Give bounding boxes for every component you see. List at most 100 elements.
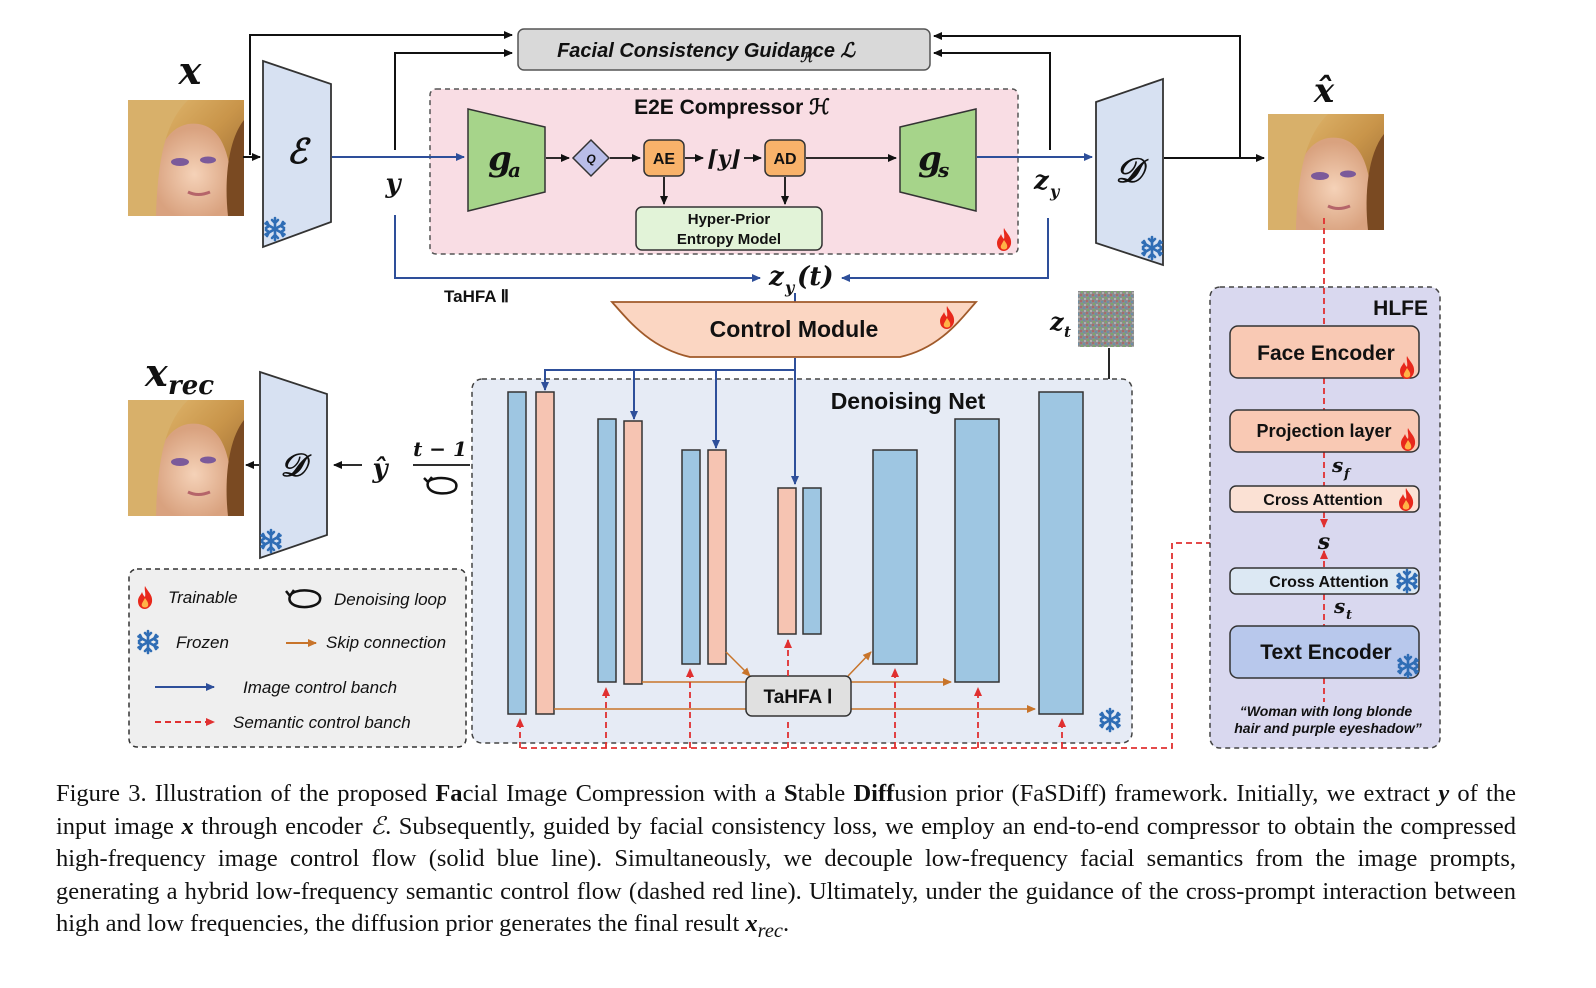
prompt-line1: “Woman with long blonde: [1240, 703, 1413, 719]
arithmetic-decoder: AD: [764, 139, 806, 177]
s-label: s: [1317, 529, 1330, 555]
control-block-2: [623, 420, 643, 685]
e2e-compressor: E2E Compressor ℋ: [429, 88, 1019, 255]
control-module-label: Control Module: [710, 316, 879, 342]
guidance-subscript: ℋ: [800, 51, 815, 66]
st-subscript: t: [1346, 608, 1352, 623]
top-main-flow: [243, 153, 1265, 162]
input-face-image: [126, 98, 246, 218]
caption-bold: Fa: [435, 780, 463, 807]
cross-attention-frozen: Cross Attention: [1229, 567, 1420, 595]
caption-math-rec-sub: rec: [757, 919, 783, 942]
arithmetic-encoder: AE: [643, 139, 685, 177]
rec-subscript: rec: [168, 371, 214, 401]
zyt-label: z: [768, 262, 785, 292]
caption-math-xrec: x: [745, 910, 758, 937]
sf-subscript: f: [1343, 467, 1352, 482]
guidance-label: Facial Consistency Guidance ℒ: [557, 40, 856, 62]
cross-attention-trainable: Cross Attention: [1229, 485, 1420, 513]
unet-decoder-block-2: [954, 418, 1000, 683]
rec-x-label: x: [144, 350, 169, 395]
compressor-arrows: [546, 154, 897, 205]
unet-mid-block: [802, 487, 822, 635]
legend-denoising-loop-label: Denoising loop: [334, 590, 446, 609]
unet-encoder-block-2: [597, 418, 617, 683]
yhat-label: ŷ: [371, 454, 389, 484]
caption-bold: Diff: [853, 780, 895, 807]
ga-subscript: a: [508, 158, 521, 182]
st-label: s: [1333, 594, 1345, 618]
caption-part: of the input image: [56, 780, 1516, 840]
facial-guidance-lines: [249, 31, 1241, 158]
unet-encoder-block-3: [681, 449, 701, 665]
denoising-loop-icon-diagram: [423, 476, 458, 495]
ga-label: g: [488, 139, 512, 179]
figure-caption: Figure 3. Illustration of the proposed F…: [56, 778, 1516, 947]
q-label: Q: [586, 152, 596, 166]
zt-subscript: t: [1064, 323, 1071, 341]
quantized-y-label: ⌈y⌋: [707, 146, 741, 172]
t-minus-1-label: t − 1: [413, 437, 467, 461]
legend-frozen-label: Frozen: [176, 633, 229, 652]
legend-image-label: Image control banch: [243, 678, 397, 697]
tahfa1-label: TaHFA Ⅰ: [764, 687, 833, 708]
zy-label: z: [1033, 166, 1050, 196]
prompt-line2: hair and purple eyeshadow”: [1234, 720, 1422, 736]
output-face-image: [1266, 112, 1386, 232]
caption-math-encoder: ℰ: [370, 812, 386, 840]
image-decoder-bottom: 𝒟: [259, 370, 328, 560]
face-encoder-label: Face Encoder: [1257, 342, 1395, 365]
output-xhat-label: x̂: [1313, 71, 1335, 111]
projection-layer: Projection layer: [1229, 409, 1420, 453]
hlfe-title: HLFE: [1373, 297, 1428, 320]
synthesis-transform-gs: g s: [899, 108, 977, 212]
unet-encoder-block-1: [507, 391, 527, 715]
zyt-suffix: (t): [797, 262, 834, 292]
denoising-net-label: Denoising Net: [831, 388, 986, 414]
face-encoder: Face Encoder: [1229, 325, 1420, 379]
control-block-mid: [777, 487, 797, 635]
projection-layer-label: Projection layer: [1256, 421, 1391, 441]
zyt-subscript: y: [784, 278, 796, 297]
caption-math-x: x: [181, 812, 194, 840]
quantizer-q: Q: [571, 138, 611, 178]
tahfa2-lines: [394, 215, 1049, 302]
gs-subscript: s: [937, 158, 949, 182]
text-encoder-label: Text Encoder: [1260, 641, 1391, 664]
y-label: y: [384, 169, 402, 199]
caption-part: . Subsequently, guided by facial consist…: [56, 812, 1516, 938]
zy-subscript: y: [1049, 182, 1061, 201]
control-injection-lines: [541, 358, 799, 485]
cross-attention-1-label: Cross Attention: [1263, 492, 1382, 509]
tahfa2-label: TaHFA Ⅱ: [444, 287, 509, 306]
caption-part: cial Image Compression with a: [462, 780, 784, 807]
caption-math-y: y: [1438, 780, 1450, 807]
compressor-title: E2E Compressor ℋ: [634, 96, 830, 119]
unet-decoder-block-3: [1038, 391, 1084, 715]
hyper-prior-line1: Hyper-Prior: [688, 211, 771, 228]
legend-semantic-label: Semantic control banch: [233, 713, 411, 732]
sf-label: s: [1331, 453, 1343, 477]
cross-attention-2-label: Cross Attention: [1269, 574, 1388, 591]
caption-part: table: [797, 780, 854, 807]
caption-part: through encoder: [193, 812, 371, 840]
control-block-1: [535, 391, 555, 715]
text-encoder: Text Encoder: [1229, 625, 1420, 679]
caption-part: usion prior (FaSDiff) framework. Initial…: [894, 780, 1439, 807]
caption-part: Figure 3. Illustration of the proposed: [56, 780, 436, 807]
facial-consistency-guidance: Facial Consistency Guidance ℒ ℋ: [517, 28, 931, 71]
analysis-transform-ga: g a: [467, 108, 546, 212]
reconstructed-face-image: [126, 398, 246, 518]
caption-part: .: [782, 910, 790, 937]
image-decoder-top: 𝒟: [1095, 77, 1164, 267]
ad-label: AD: [773, 151, 796, 168]
zt-label: z: [1049, 307, 1065, 336]
unet-decoder-block-1: [872, 449, 918, 665]
unet-blocks: [507, 391, 1084, 715]
control-block-3: [707, 449, 727, 665]
hyper-prior-entropy-model: Hyper-Prior Entropy Model: [635, 206, 823, 251]
image-encoder: ℰ: [262, 59, 332, 249]
input-x-label: x: [178, 48, 203, 93]
legend-trainable-label: Trainable: [168, 588, 238, 607]
